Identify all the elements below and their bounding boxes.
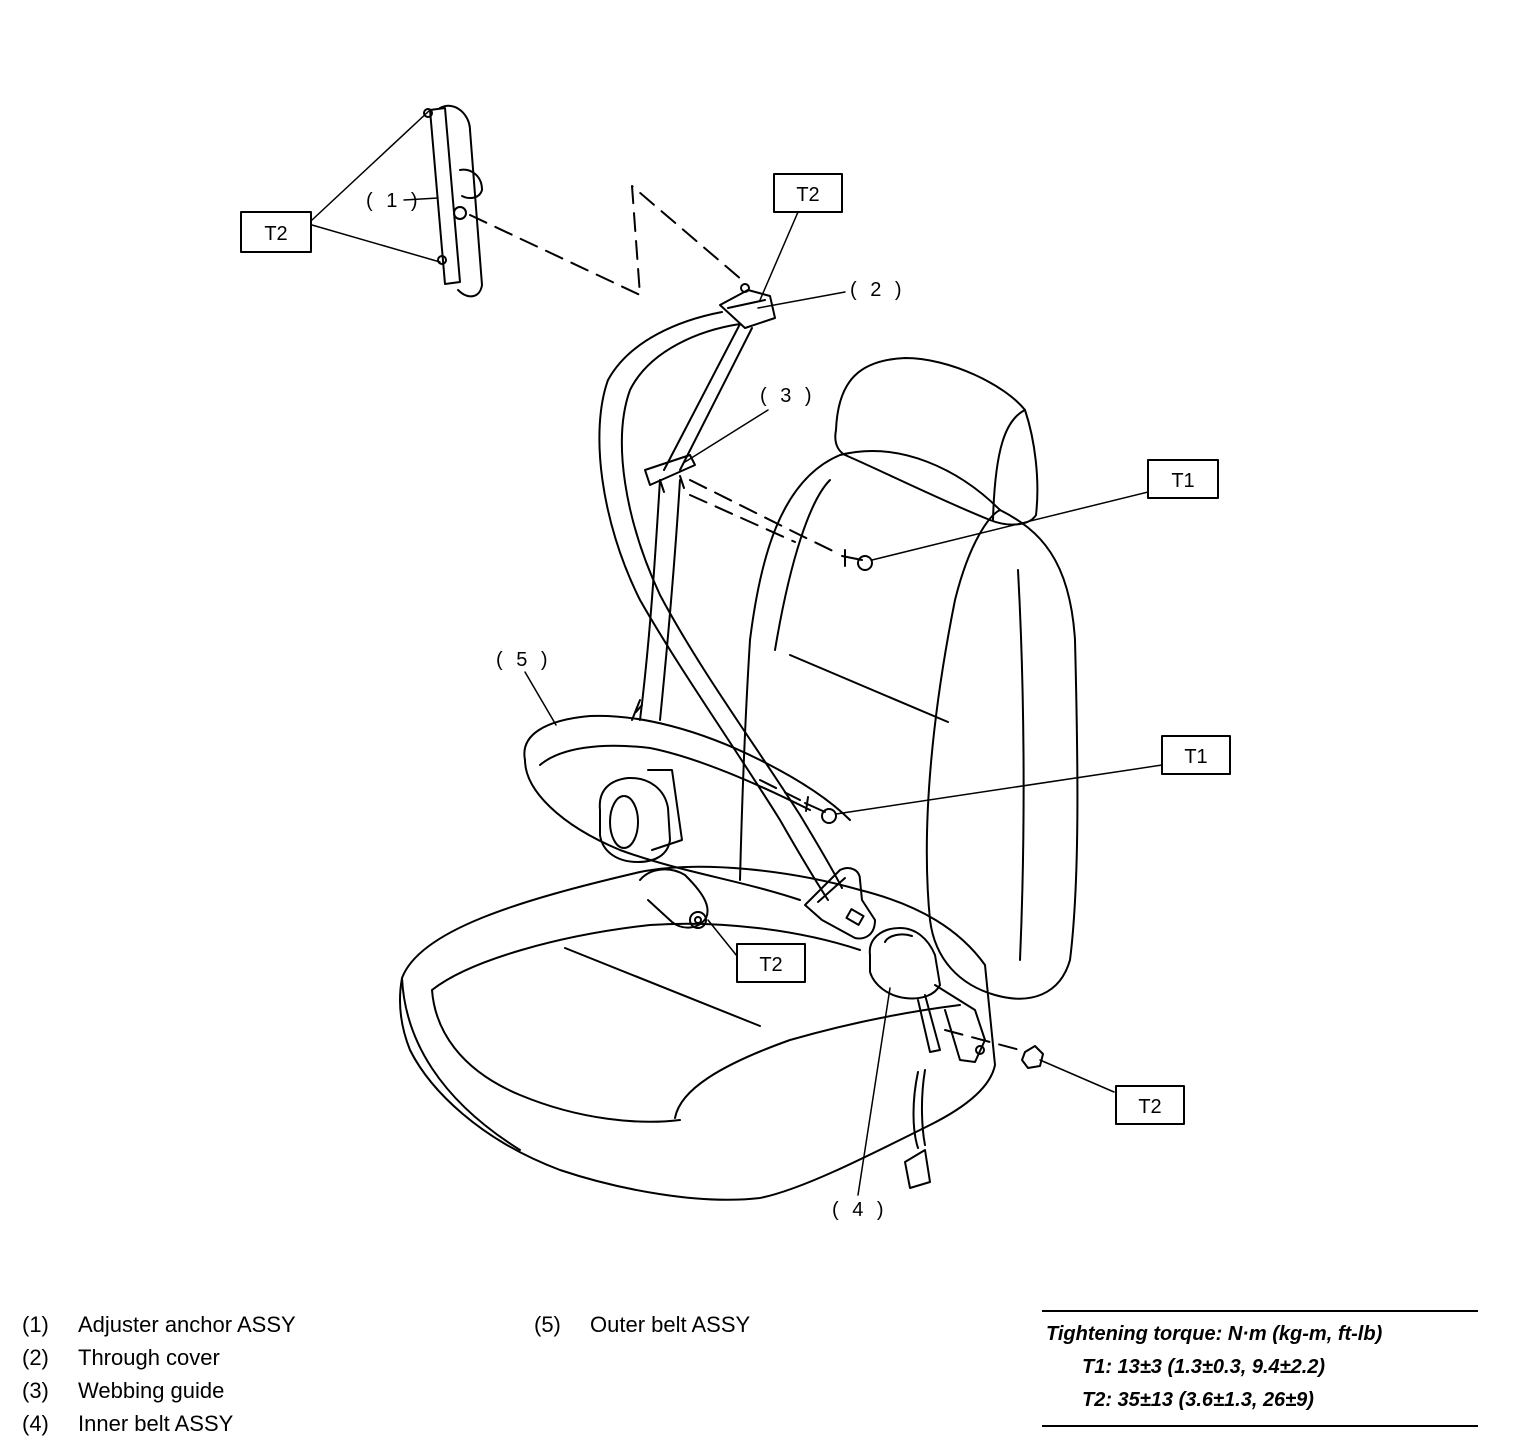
legend-item: (2) Through cover — [22, 1341, 296, 1374]
legend-label: Adjuster anchor ASSY — [78, 1312, 296, 1337]
torque-box-t2-top: T2 — [773, 173, 843, 213]
torque-box-t2-right: T2 — [1115, 1085, 1185, 1125]
legend-num: (4) — [22, 1411, 49, 1436]
seat-cushion — [399, 865, 996, 1201]
callout-5: ( 5 ) — [496, 649, 552, 671]
callout-2: ( 2 ) — [850, 279, 906, 301]
svg-text:T2: T2 — [796, 184, 819, 206]
buckle — [868, 927, 986, 1189]
assembly-dashes — [469, 185, 1021, 1051]
legend-right: (5) Outer belt ASSY — [534, 1308, 750, 1341]
retractor — [598, 699, 683, 863]
webbing-guide — [644, 454, 696, 493]
adjuster-anchor — [423, 104, 483, 298]
callout-3: ( 3 ) — [760, 385, 816, 407]
svg-text:T2: T2 — [759, 954, 782, 976]
legend-item: (3) Webbing guide — [22, 1374, 296, 1407]
legend-left: (1) Adjuster anchor ASSY (2) Through cov… — [22, 1308, 296, 1440]
legend-label: Webbing guide — [78, 1378, 225, 1403]
legend-num: (2) — [22, 1345, 49, 1370]
legend-num: (1) — [22, 1312, 49, 1337]
leader-lines — [311, 109, 1163, 1196]
lap-belt — [523, 714, 851, 901]
bolts — [804, 549, 1044, 1069]
legend-label: Inner belt ASSY — [78, 1411, 234, 1436]
seat-back — [739, 450, 1079, 1000]
legend-item: (5) Outer belt ASSY — [534, 1308, 750, 1341]
legend-num: (3) — [22, 1378, 49, 1403]
legend-num: (5) — [534, 1312, 561, 1337]
torque-spec-t1: T1: 13±3 (1.3±0.3, 9.4±2.2) — [1082, 1356, 1326, 1378]
seat-belt-diagram: ( 1 ) ( 2 ) ( 3 ) ( 5 ) ( 4 ) T2 T2 T1 T… — [240, 104, 1231, 1221]
legend-item: (1) Adjuster anchor ASSY — [22, 1308, 296, 1341]
legend-item: (4) Inner belt ASSY — [22, 1407, 296, 1440]
callout-1: ( 1 ) — [366, 190, 422, 212]
svg-text:T2: T2 — [1138, 1096, 1161, 1118]
headrest — [834, 357, 1039, 526]
svg-text:T1: T1 — [1171, 470, 1194, 492]
svg-text:T1: T1 — [1184, 746, 1207, 768]
torque-box-t2-top-left: T2 — [240, 211, 312, 253]
torque-box-t1-lower: T1 — [1161, 735, 1231, 775]
svg-text:T2: T2 — [264, 223, 287, 245]
torque-box-t2-bottom: T2 — [736, 943, 806, 983]
torque-spec-t2: T2: 35±13 (3.6±1.3, 26±9) — [1082, 1389, 1314, 1411]
legend-label: Through cover — [78, 1345, 220, 1370]
torque-box-t1-upper: T1 — [1147, 459, 1219, 499]
torque-spec: Tightening torque: N·m (kg-m, ft-lb) T1:… — [1042, 1310, 1478, 1427]
callout-4: ( 4 ) — [832, 1199, 888, 1221]
lower-anchor — [639, 868, 709, 929]
outer-belt-webbing — [598, 311, 843, 901]
through-cover — [719, 283, 776, 329]
legend-label: Outer belt ASSY — [590, 1312, 751, 1337]
tongue-plate — [804, 867, 876, 940]
torque-spec-title: Tightening torque: N·m (kg-m, ft-lb) — [1046, 1323, 1383, 1345]
